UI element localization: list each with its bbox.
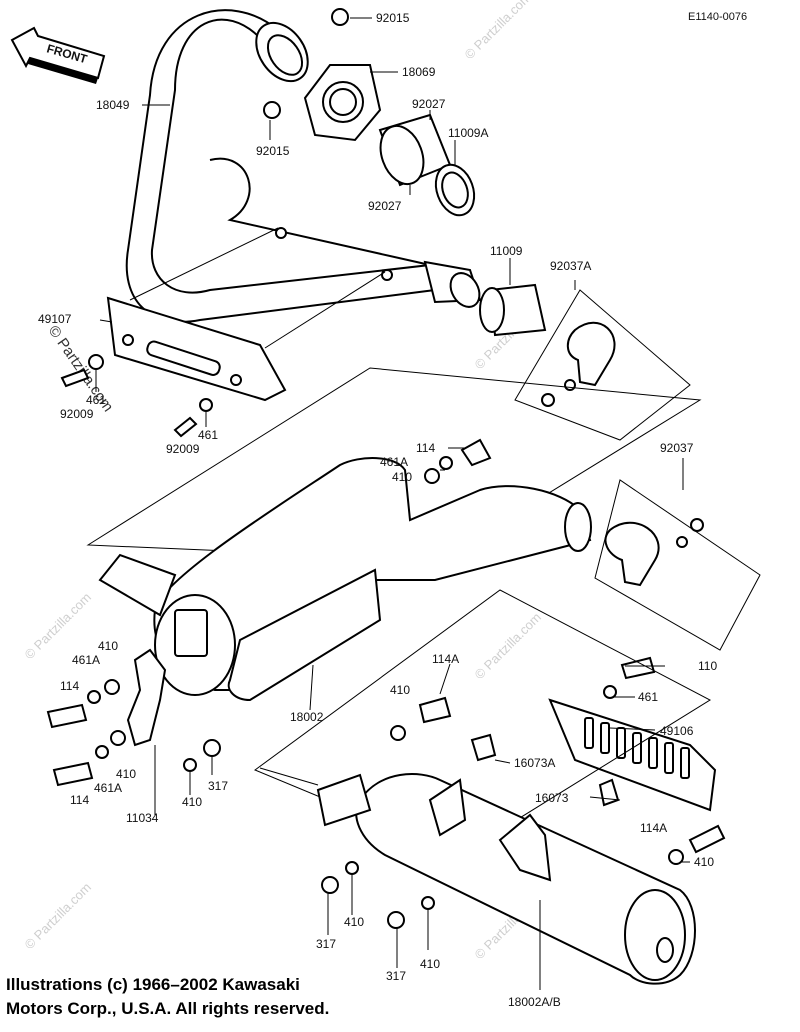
label-410-b: 410 <box>98 639 118 653</box>
shield-slot <box>632 732 642 764</box>
label-317-a: 317 <box>208 779 228 793</box>
heat-shield-49106 <box>548 656 726 865</box>
shield-slot <box>648 737 658 769</box>
label-92037A: 92037A <box>550 259 591 273</box>
label-18002AB: 18002A/B <box>508 995 561 1009</box>
gasket-parts <box>378 113 476 217</box>
label-114A-a: 114A <box>432 652 459 666</box>
watermark-1: © Partzilla.com <box>462 0 535 62</box>
label-410-e: 410 <box>182 795 202 809</box>
label-410-g: 410 <box>694 855 714 869</box>
label-11009A: 11009A <box>448 126 488 140</box>
label-92015-mid: 92015 <box>256 144 290 158</box>
clamp-92037 <box>594 479 761 651</box>
label-92009-b: 92009 <box>166 442 200 456</box>
shield-slot <box>680 747 690 779</box>
grommet-16073A <box>470 733 497 762</box>
label-461-a: 461 <box>86 393 106 407</box>
label-18049: 18049 <box>96 98 130 112</box>
label-461-b: 461 <box>198 428 218 442</box>
label-461-c: 461 <box>638 690 658 704</box>
diagram-code: E1140-0076 <box>688 11 747 23</box>
label-410-i: 410 <box>420 957 440 971</box>
label-461A-c: 461A <box>94 781 122 795</box>
muffler-18002 <box>98 457 592 702</box>
label-114-c: 114 <box>70 793 89 807</box>
bracket-11034 <box>46 648 221 787</box>
clamp-92037A <box>514 289 691 441</box>
watermark-5: © Partzilla.com <box>22 880 95 953</box>
watermark-4: © Partzilla.com <box>472 610 545 683</box>
watermark-3: © Partzilla.com <box>22 590 95 663</box>
label-461A-b: 461A <box>72 653 100 667</box>
label-11034: 11034 <box>126 811 159 825</box>
heat-shield-49107 <box>60 296 287 438</box>
part-labels: 92015 18069 18049 92027 11009A 92015 920… <box>38 11 717 1009</box>
silencer-18002AB <box>316 773 696 985</box>
label-114-b: 114 <box>60 679 79 693</box>
label-410-a: 410 <box>392 470 412 484</box>
label-92027-a: 92027 <box>412 97 446 111</box>
label-410-h: 410 <box>344 915 364 929</box>
label-11009: 11009 <box>490 244 523 258</box>
shield-slot <box>600 722 610 754</box>
grommet-16073 <box>598 778 620 807</box>
label-92009-a: 92009 <box>60 407 94 421</box>
label-18069: 18069 <box>402 65 436 79</box>
copyright-notice: Illustrations (c) 1966–2002 Kawasaki Mot… <box>6 973 329 1021</box>
label-49107: 49107 <box>38 312 72 326</box>
hardware-114-461A-410 <box>424 438 492 484</box>
flange-18069 <box>263 8 382 142</box>
label-110: 110 <box>698 659 717 673</box>
header-pipe <box>125 9 482 323</box>
sleeve-11009 <box>479 283 547 337</box>
shield-slot <box>664 742 674 774</box>
label-92015-top: 92015 <box>376 11 410 25</box>
copyright-line-2: Motors Corp., U.S.A. All rights reserved… <box>6 999 330 1018</box>
label-114A-b: 114A <box>640 821 667 835</box>
label-317-b: 317 <box>316 937 336 951</box>
shield-slot <box>584 717 594 749</box>
label-317-c: 317 <box>386 969 406 983</box>
label-461A-a: 461A <box>380 455 408 469</box>
label-92037: 92037 <box>660 441 694 455</box>
label-114-a: 114 <box>416 441 435 455</box>
label-92027-b: 92027 <box>368 199 402 213</box>
label-16073A: 16073A <box>514 756 555 770</box>
label-16073: 16073 <box>535 791 569 805</box>
copyright-line-1: Illustrations (c) 1966–2002 Kawasaki <box>6 975 300 994</box>
label-410-d: 410 <box>116 767 136 781</box>
label-49106: 49106 <box>660 724 694 738</box>
label-410-c: 410 <box>390 683 410 697</box>
label-18002: 18002 <box>290 710 324 724</box>
leader-lines <box>95 17 690 990</box>
front-arrow-icon: FRONT <box>10 26 106 84</box>
